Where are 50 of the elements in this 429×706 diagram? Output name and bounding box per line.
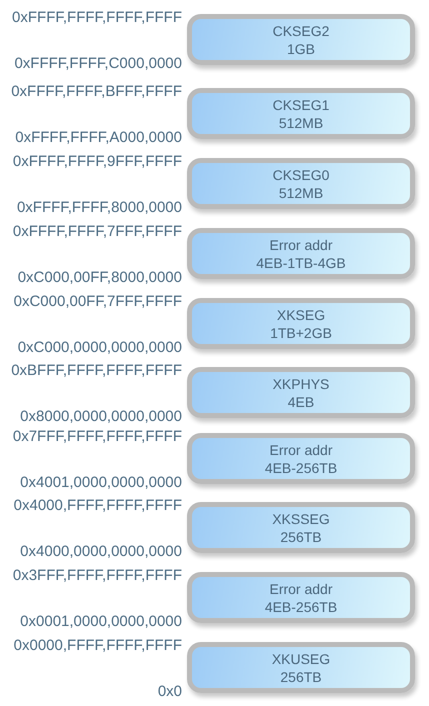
segment-name: XKPHYS bbox=[272, 374, 330, 392]
address-label: 0x3FFF,FFFF,FFFF,FFFF bbox=[12, 567, 182, 585]
segment-size: 1TB+2GB bbox=[270, 324, 332, 342]
address-label: 0x8000,0000,0000,0000 bbox=[20, 408, 182, 426]
segment-size: 1GB bbox=[286, 40, 315, 58]
segment-size: 256TB bbox=[280, 668, 322, 686]
segment-box bbox=[187, 88, 415, 139]
address-label: 0xFFFF,FFFF,A000,0000 bbox=[15, 129, 182, 147]
address-label: 0x7FFF,FFFF,FFFF,FFFF bbox=[12, 428, 182, 446]
segment-box bbox=[187, 158, 415, 209]
segment-box bbox=[187, 642, 415, 693]
segment-box bbox=[187, 14, 415, 65]
segment-name: CKSEG2 bbox=[272, 22, 330, 40]
segment-name: CKSEG0 bbox=[272, 166, 330, 184]
address-label: 0x0000,FFFF,FFFF,FFFF bbox=[14, 637, 182, 655]
segment-name: XKSEG bbox=[276, 306, 326, 324]
address-label: 0xC000,0000,0000,0000 bbox=[18, 339, 182, 357]
address-label: 0xFFFF,FFFF,BFFF,FFFF bbox=[11, 83, 182, 101]
address-label: 0xBFFF,FFFF,FFFF,FFFF bbox=[11, 362, 182, 380]
address-label: 0xC000,00FF,8000,0000 bbox=[18, 269, 182, 287]
address-label: 0xFFFF,FFFF,C000,0000 bbox=[14, 55, 182, 73]
address-label: 0xFFFF,FFFF,7FFF,FFFF bbox=[12, 223, 182, 241]
segment-size: 4EB-256TB bbox=[264, 598, 338, 616]
segment-size: 4EB-1TB-4GB bbox=[256, 254, 346, 272]
segment-box bbox=[187, 367, 415, 418]
address-label: 0x0 bbox=[158, 683, 182, 701]
segment-name: Error addr bbox=[269, 440, 333, 458]
address-label: 0x4001,0000,0000,0000 bbox=[20, 474, 182, 492]
address-label: 0x4000,FFFF,FFFF,FFFF bbox=[14, 497, 182, 515]
segment-box bbox=[187, 228, 415, 279]
segment-name: CKSEG1 bbox=[272, 96, 330, 114]
segment-box bbox=[187, 298, 415, 349]
segment-name: XKUSEG bbox=[272, 650, 330, 668]
segment-size: 512MB bbox=[278, 114, 324, 132]
segment-size: 4EB bbox=[288, 392, 314, 410]
segment-name: Error addr bbox=[269, 580, 333, 598]
segment-name: Error addr bbox=[269, 236, 333, 254]
segment-size: 256TB bbox=[280, 528, 322, 546]
segment-box bbox=[187, 572, 415, 623]
address-label: 0xFFFF,FFFF,FFFF,FFFF bbox=[12, 9, 182, 27]
segment-box bbox=[187, 502, 415, 553]
address-label: 0xFFFF,FFFF,8000,0000 bbox=[16, 199, 182, 217]
segment-box bbox=[187, 433, 415, 484]
address-label: 0xC000,00FF,7FFF,FFFF bbox=[14, 293, 182, 311]
address-label: 0xFFFF,FFFF,9FFF,FFFF bbox=[12, 153, 182, 171]
address-label: 0x4000,0000,0000,0000 bbox=[20, 543, 182, 561]
segment-name: XKSSEG bbox=[272, 510, 330, 528]
segment-size: 512MB bbox=[278, 184, 324, 202]
segment-size: 4EB-256TB bbox=[264, 458, 338, 476]
address-label: 0x0001,0000,0000,0000 bbox=[20, 613, 182, 631]
